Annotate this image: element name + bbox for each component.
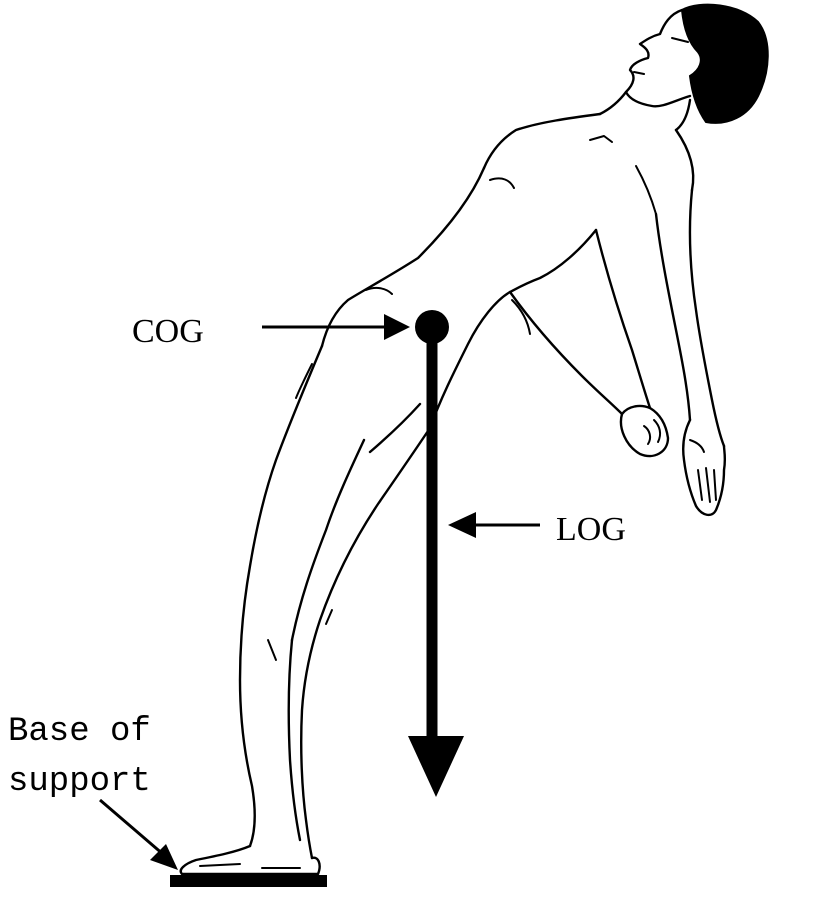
log-pointer-arrow [448,512,540,538]
thumb-detail [689,439,705,453]
leaning-person-icon [179,3,769,876]
hand-open [682,418,727,517]
fist [619,404,670,458]
cog-pointer-arrow [262,314,410,340]
back-line [320,166,486,348]
inner-leg-front [287,638,302,842]
foot-detail [199,863,301,869]
arm-upper-outer [688,188,726,448]
line-of-gravity [408,310,464,797]
back-leg-outline [238,344,324,848]
face-outline [624,8,692,108]
front-leg-inner [368,402,422,454]
log-arrowhead-icon [408,736,464,797]
far-arm-inner [508,290,624,416]
hair-icon [680,3,769,124]
base-of-support-label-line2: support [8,763,151,801]
torso-front [428,228,598,430]
collar-detail [589,135,613,143]
back-crease [489,177,515,189]
chest-detail [635,165,657,215]
belly-detail [511,299,531,335]
knee-detail-2 [325,609,333,625]
base-of-support-label-line1: Base of [8,713,151,751]
upper-back [482,112,602,170]
far-arm-outer [594,228,652,410]
neck-back [674,98,692,132]
arrow-left-icon [448,512,476,538]
cog-label: COG [132,313,204,350]
inner-leg-back [290,438,366,642]
log-label: LOG [556,511,626,548]
arrow-down-right-icon [150,844,178,870]
neck-front [598,90,628,116]
shoulder-right [674,128,695,192]
ear-detail [695,70,711,92]
front-leg-outline [300,426,432,860]
fist-knuckles [643,419,662,445]
cog-dot [415,310,449,344]
buttock-detail [365,286,393,295]
mouth-detail [633,71,645,75]
arrow-right-icon [384,314,410,340]
back-leg-detail [295,363,313,399]
knee-detail [267,639,277,661]
base-pointer-arrow [99,798,178,870]
arm-upper-inner [654,212,692,422]
base-of-support-bar [170,875,327,887]
fingers-detail [697,467,717,503]
foot [179,844,321,876]
eye-detail [671,37,689,43]
